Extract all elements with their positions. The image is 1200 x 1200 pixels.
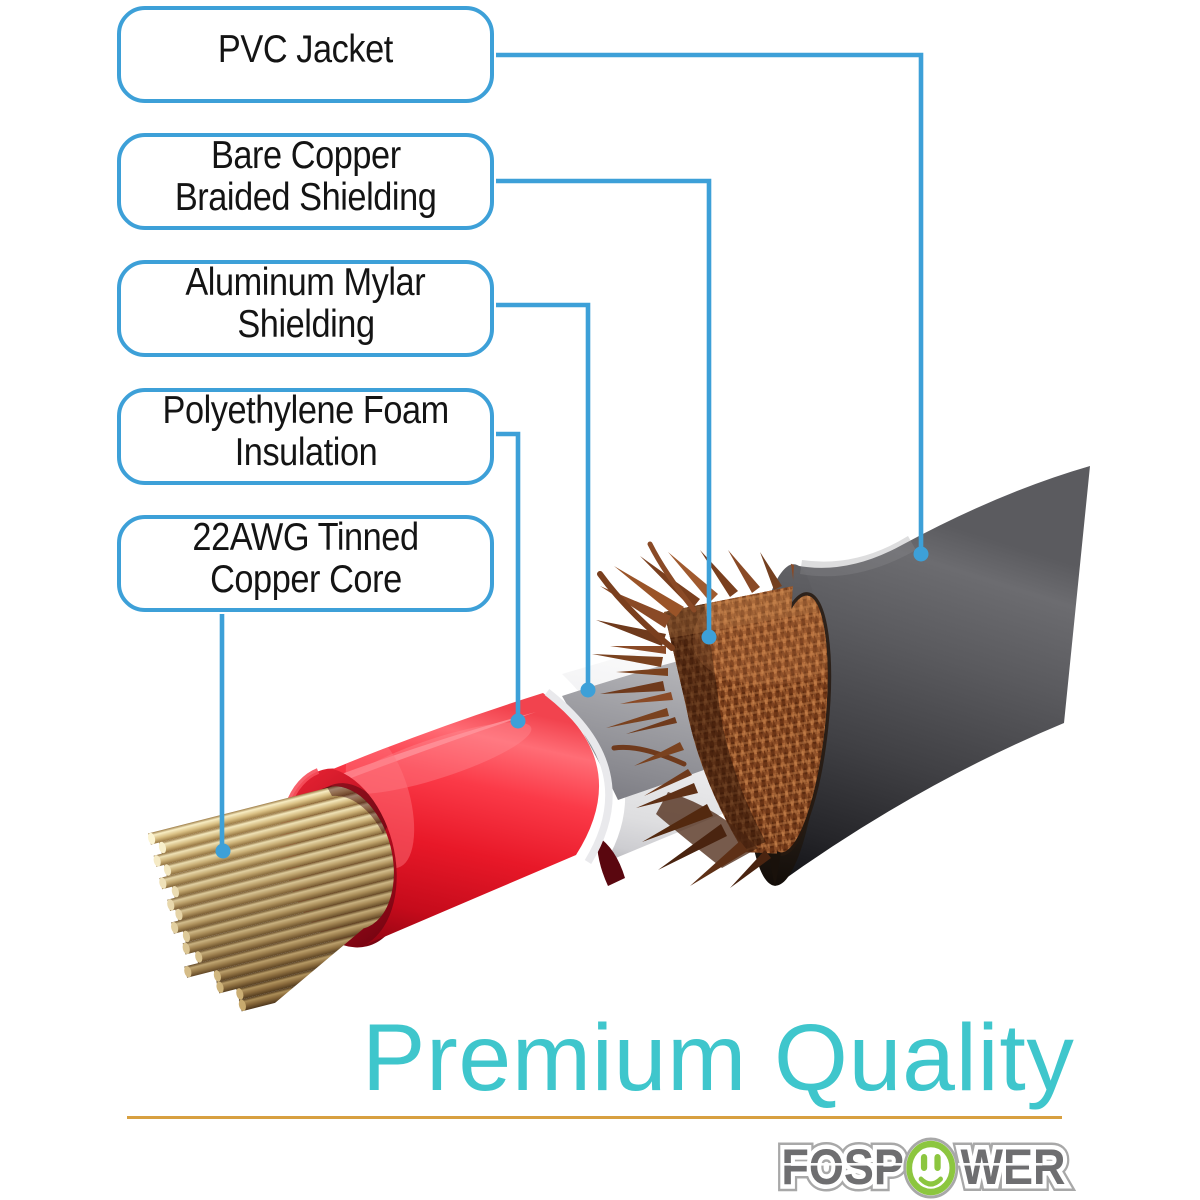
svg-text:FOSP: FOSP	[781, 1140, 903, 1196]
svg-text:FOSP: FOSP	[781, 1140, 903, 1196]
svg-text:WER: WER	[961, 1140, 1066, 1196]
svg-text:WER: WER	[961, 1140, 1066, 1196]
svg-text:WER: WER	[961, 1140, 1066, 1196]
svg-text:FOSP: FOSP	[781, 1140, 903, 1196]
